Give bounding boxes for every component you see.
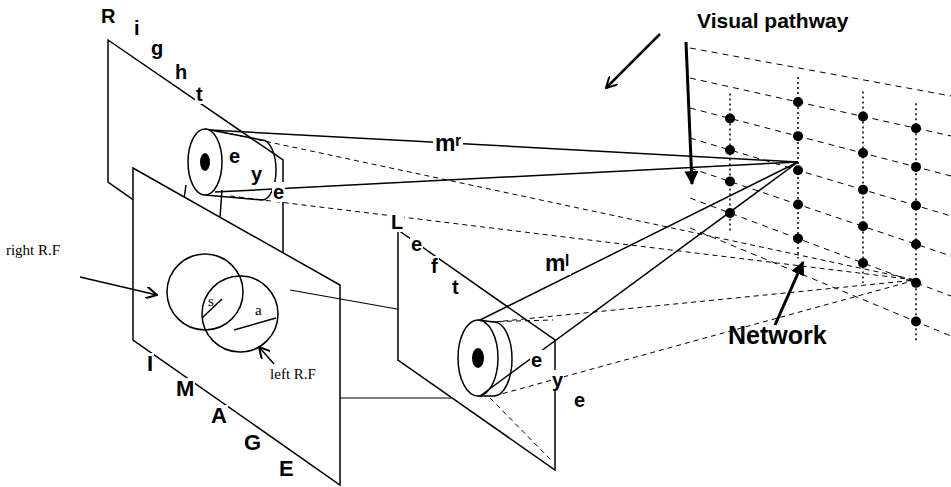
letter: t bbox=[451, 277, 460, 297]
left-eye bbox=[458, 320, 512, 396]
letter: I bbox=[146, 353, 154, 375]
projection-label: mˡ bbox=[543, 252, 571, 275]
letter: e bbox=[410, 234, 423, 254]
receptive-fields bbox=[167, 254, 278, 352]
letter: i bbox=[133, 18, 141, 38]
letter: e bbox=[228, 146, 241, 166]
field-label: left R.F bbox=[262, 367, 324, 382]
letter: y bbox=[551, 370, 564, 390]
letter: G bbox=[243, 432, 262, 454]
letter: R bbox=[100, 6, 116, 26]
field-part: a bbox=[255, 303, 262, 318]
projection-label: mʳ bbox=[433, 132, 463, 155]
network-grid bbox=[690, 48, 951, 342]
letter: e bbox=[272, 182, 285, 202]
letter: t bbox=[195, 84, 204, 104]
letter: y bbox=[250, 164, 263, 184]
leader-arrow bbox=[259, 347, 274, 364]
pathway-lines bbox=[210, 130, 916, 396]
field-label: right R.F bbox=[2, 243, 64, 258]
letter: L bbox=[390, 212, 404, 232]
letter: A bbox=[210, 405, 228, 427]
letter: f bbox=[430, 256, 439, 276]
leader-arrow bbox=[80, 277, 157, 295]
letter: M bbox=[175, 378, 195, 400]
letter: e bbox=[530, 350, 543, 370]
field-part: s bbox=[208, 294, 214, 309]
letter: e bbox=[573, 390, 586, 410]
pathway-label: Visual pathway bbox=[697, 10, 848, 31]
pointer-arrow bbox=[606, 34, 660, 88]
letter: E bbox=[278, 458, 295, 480]
letter: h bbox=[174, 62, 188, 82]
pointer-arrow bbox=[775, 262, 803, 325]
left-eye-plane bbox=[398, 230, 555, 470]
image-plane bbox=[133, 168, 340, 485]
letter: g bbox=[150, 38, 164, 58]
network-label: Network bbox=[728, 323, 827, 348]
pointer-arrow bbox=[686, 42, 692, 184]
